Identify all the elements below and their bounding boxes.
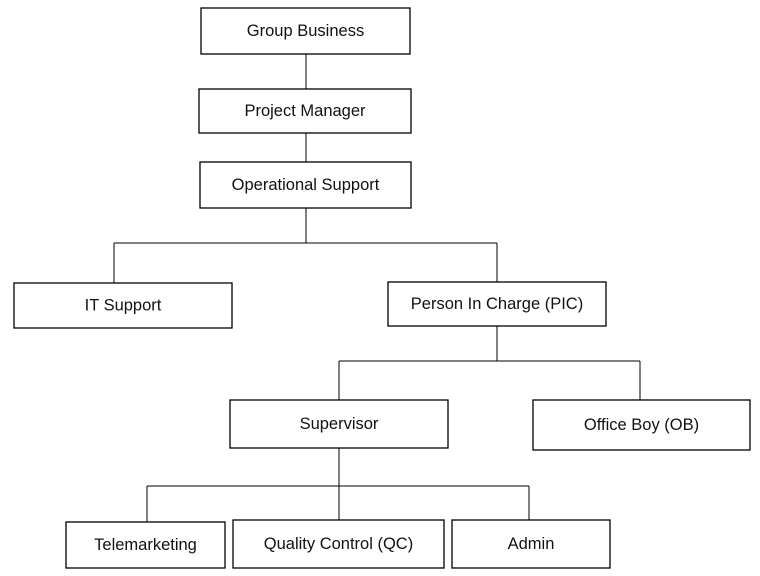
node-telemarketing: Telemarketing: [65, 521, 226, 569]
node-office-boy: Office Boy (OB): [532, 399, 751, 451]
node-label: Group Business: [247, 22, 364, 40]
node-box: [65, 521, 226, 569]
node-operational-support: Operational Support: [199, 161, 412, 209]
node-label: Office Boy (OB): [584, 416, 699, 434]
node-label: Person In Charge (PIC): [411, 295, 583, 313]
node-label: Admin: [508, 535, 555, 553]
node-box: [198, 88, 412, 134]
node-box: [13, 282, 233, 329]
node-person-in-charge: Person In Charge (PIC): [387, 281, 607, 327]
node-box: [451, 519, 611, 569]
node-quality-control: Quality Control (QC): [232, 519, 445, 569]
node-project-manager: Project Manager: [198, 88, 412, 134]
connectors: [113, 54, 641, 522]
node-box: [387, 281, 607, 327]
node-box: [199, 161, 412, 209]
node-label: Project Manager: [244, 102, 366, 120]
node-box: [532, 399, 751, 451]
node-label: Telemarketing: [94, 536, 197, 554]
node-label: IT Support: [85, 297, 162, 315]
node-label: Operational Support: [232, 176, 380, 194]
node-label: Quality Control (QC): [264, 535, 413, 553]
node-it-support: IT Support: [13, 282, 233, 329]
node-label: Supervisor: [300, 415, 379, 433]
node-box: [200, 7, 411, 55]
node-box: [229, 399, 449, 449]
node-group-business: Group Business: [200, 7, 411, 55]
node-supervisor: Supervisor: [229, 399, 449, 449]
node-admin: Admin: [451, 519, 611, 569]
node-box: [232, 519, 445, 569]
